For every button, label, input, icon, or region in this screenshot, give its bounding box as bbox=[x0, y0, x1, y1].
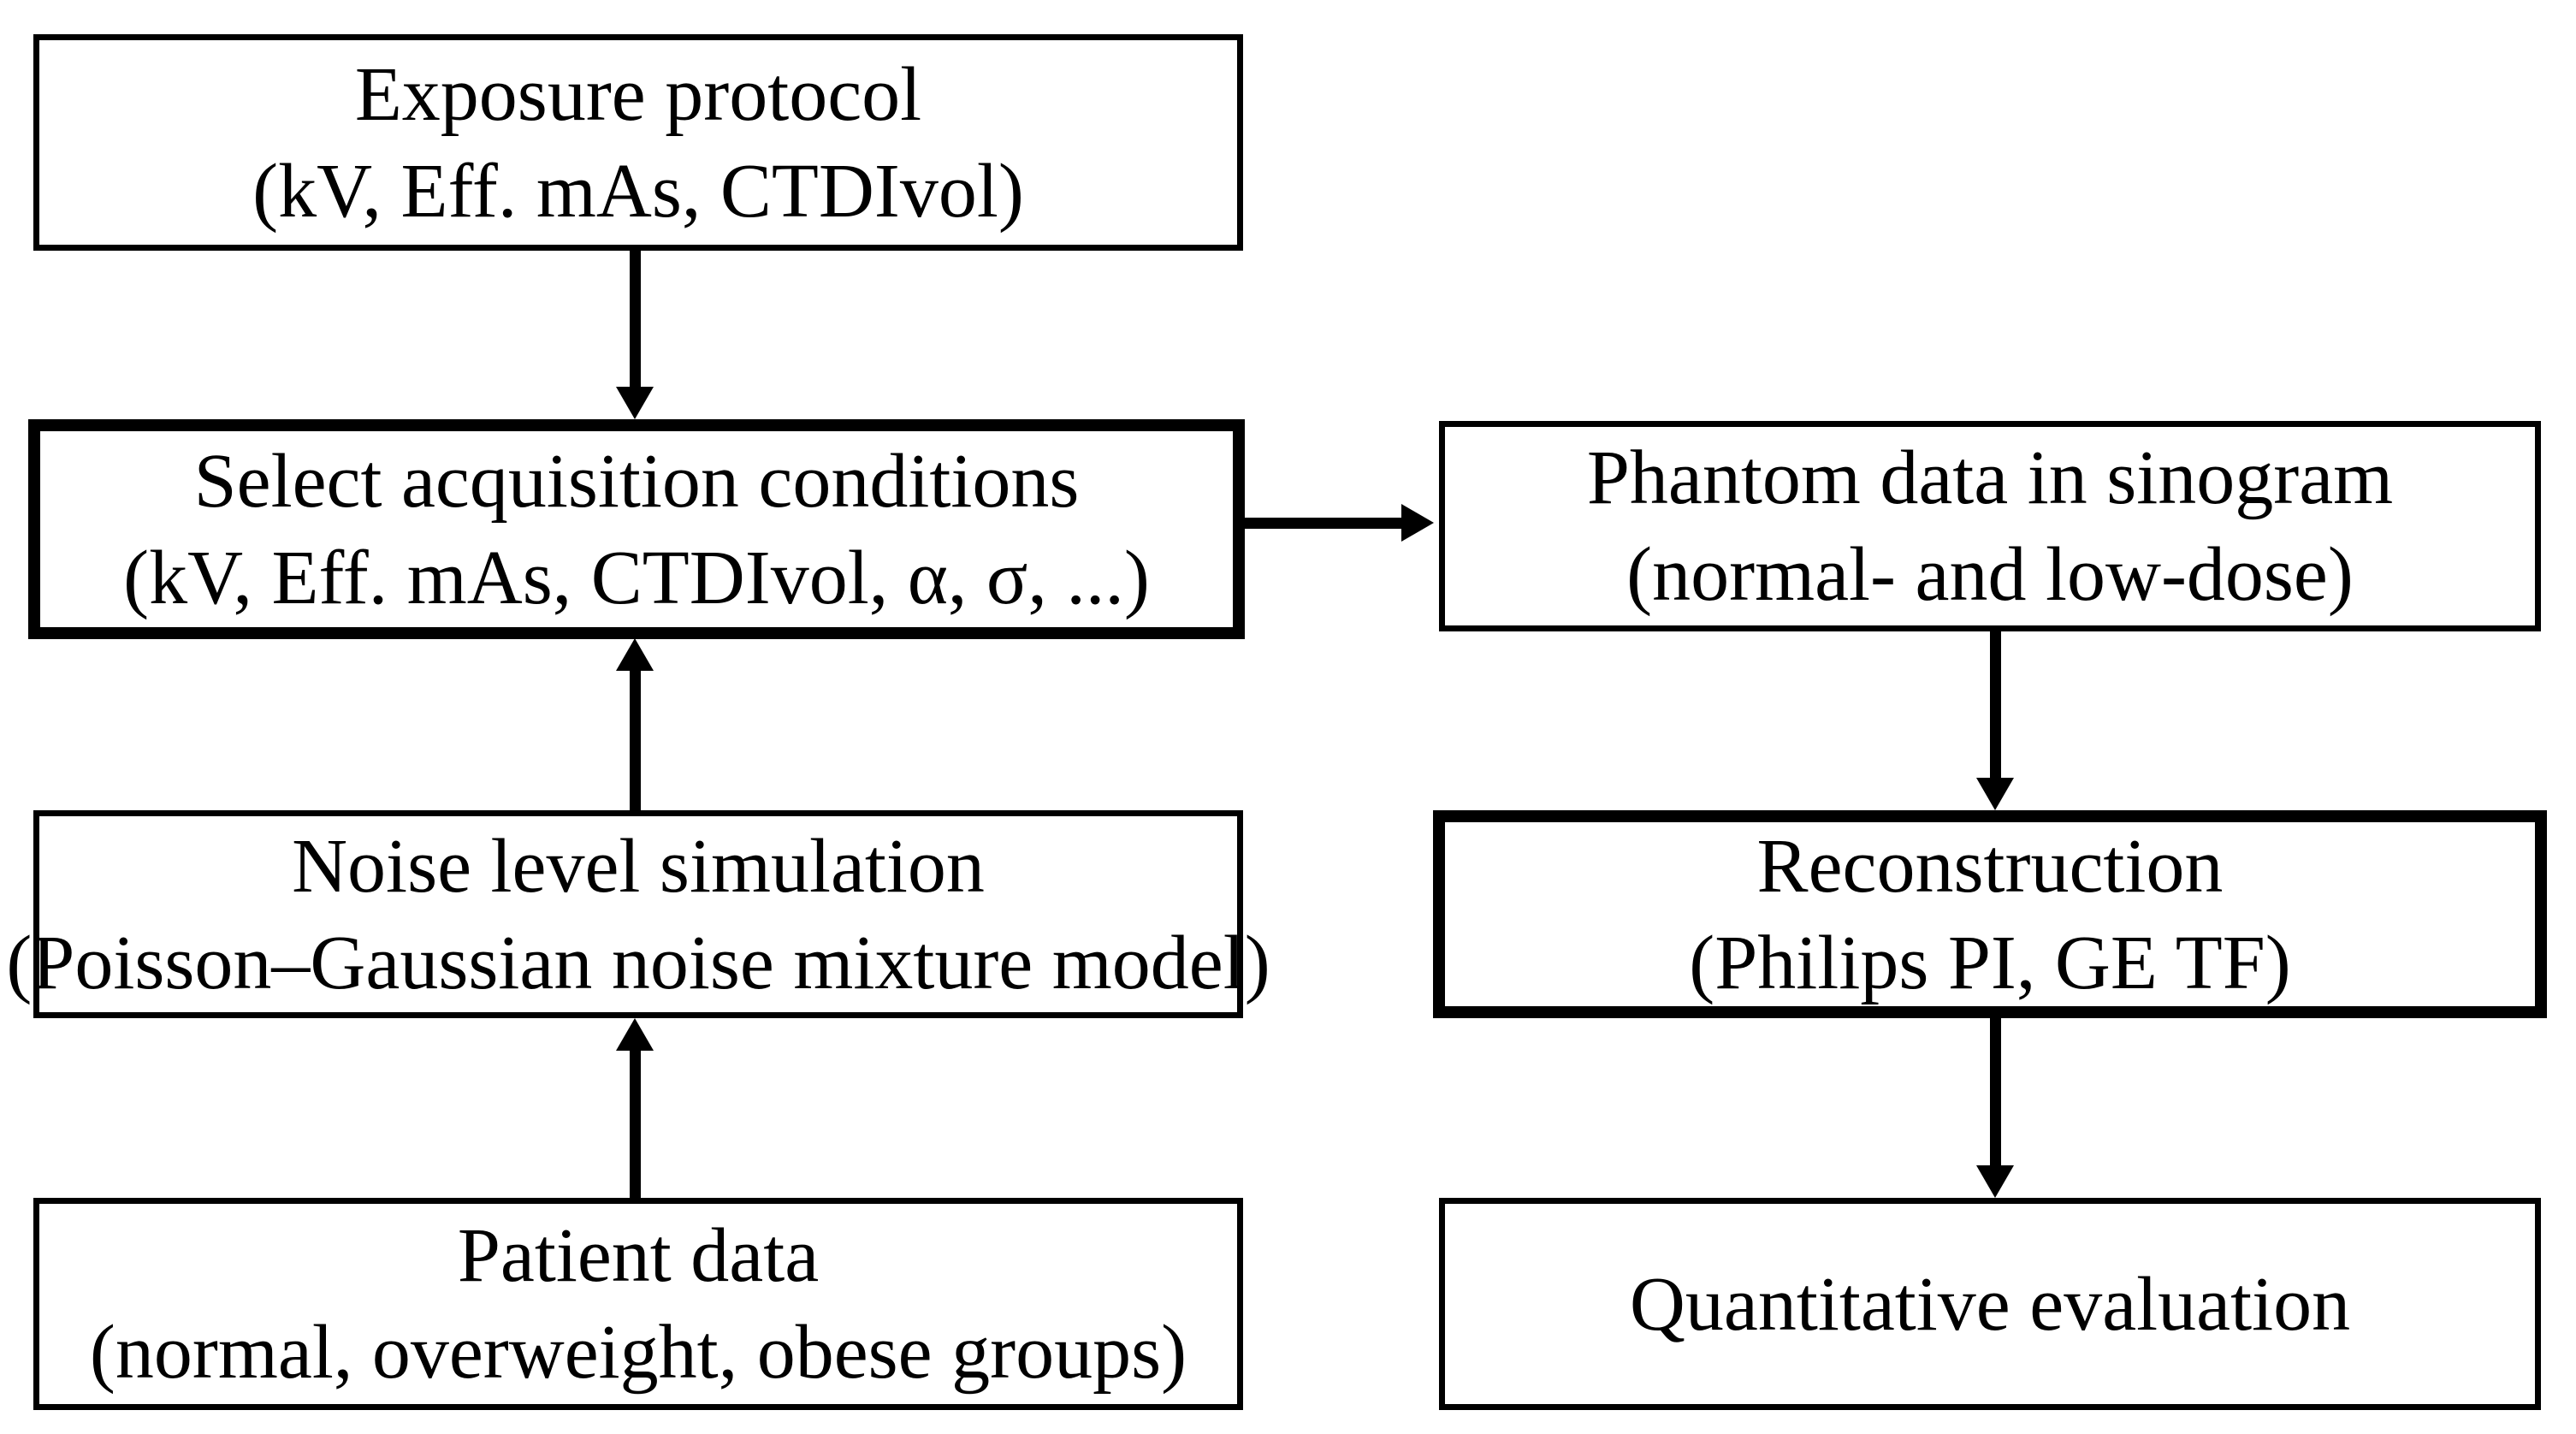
arrow-shaft bbox=[630, 1050, 641, 1198]
arrow-shaft bbox=[630, 250, 641, 388]
box-subtitle: (normal, overweight, obese groups) bbox=[89, 1310, 1187, 1395]
box-phantom-data-in-sinogram: Phantom data in sinogram (normal- and lo… bbox=[1439, 421, 2541, 631]
box-reconstruction: Reconstruction (Philips PI, GE TF) bbox=[1433, 810, 2547, 1018]
arrow-shaft bbox=[1990, 631, 2001, 779]
box-quantitative-evaluation: Quantitative evaluation bbox=[1439, 1198, 2541, 1410]
box-title: Noise level simulation bbox=[292, 823, 985, 909]
arrow-head-up-icon bbox=[616, 1018, 654, 1051]
box-patient-data: Patient data (normal, overweight, obese … bbox=[33, 1198, 1243, 1410]
box-title: Quantitative evaluation bbox=[1629, 1261, 2351, 1347]
box-title: Phantom data in sinogram bbox=[1586, 436, 2394, 520]
box-subtitle: (kV, Eff. mAs, CTDIvol) bbox=[252, 148, 1024, 234]
box-title: Exposure protocol bbox=[354, 51, 922, 137]
box-title: Select acquisition conditions bbox=[193, 438, 1080, 524]
box-noise-level-simulation: Noise level simulation (Poisson–Gaussian… bbox=[6, 810, 1270, 1018]
box-subtitle: (Philips PI, GE TF) bbox=[1689, 920, 2291, 1005]
box-subtitle: (kV, Eff. mAs, CTDIvol, α, σ, ...) bbox=[123, 535, 1150, 620]
arrow-shaft bbox=[630, 670, 641, 810]
box-select-acquisition-conditions: Select acquisition conditions (kV, Eff. … bbox=[28, 419, 1245, 639]
arrow-head-right-icon bbox=[1401, 504, 1434, 542]
box-title: Reconstruction bbox=[1756, 823, 2224, 909]
box-subtitle: (Poisson–Gaussian noise mixture model) bbox=[6, 920, 1270, 1005]
box-exposure-protocol: Exposure protocol (kV, Eff. mAs, CTDIvol… bbox=[33, 34, 1243, 251]
box-subtitle: (normal- and low-dose) bbox=[1626, 532, 2354, 617]
arrow-head-down-icon bbox=[616, 387, 654, 419]
arrow-shaft bbox=[1245, 518, 1403, 529]
arrow-head-down-icon bbox=[1976, 778, 2014, 810]
arrow-head-down-icon bbox=[1976, 1165, 2014, 1198]
box-title: Patient data bbox=[457, 1213, 820, 1298]
arrow-shaft bbox=[1990, 1018, 2001, 1167]
arrow-head-up-icon bbox=[616, 638, 654, 671]
